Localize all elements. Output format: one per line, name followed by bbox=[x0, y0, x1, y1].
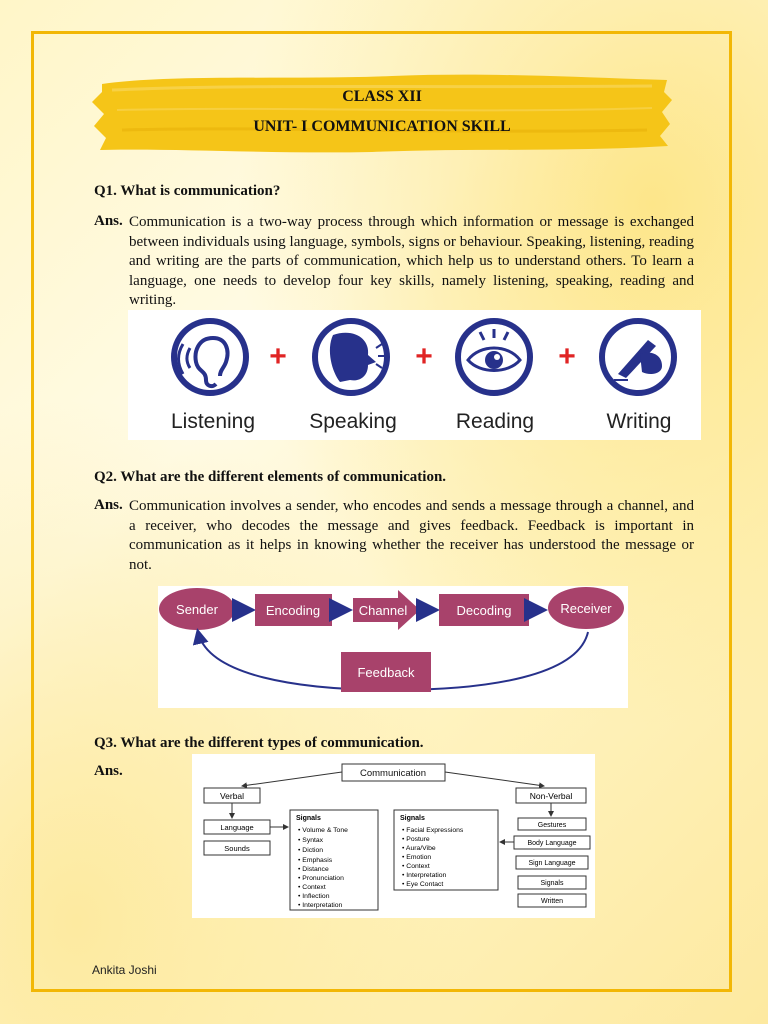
verbal-signal-item: • Context bbox=[298, 884, 326, 891]
q1-ans-label: Ans. bbox=[94, 213, 123, 229]
speaking-head-icon bbox=[312, 318, 390, 396]
verbal-signal-item: • Inflection bbox=[298, 893, 330, 900]
skill-speaking: Speaking bbox=[309, 410, 397, 433]
decoding-node bbox=[439, 594, 529, 626]
q1-answer: Communication is a two-way process throu… bbox=[129, 214, 694, 308]
nonverbal-signals-box bbox=[393, 809, 499, 891]
ear-icon bbox=[171, 318, 249, 396]
brush-stroke bbox=[92, 74, 672, 153]
pen-hand-icon bbox=[599, 318, 677, 396]
verbal-signal-item: • Emphasis bbox=[298, 857, 333, 864]
gestures-node bbox=[517, 817, 587, 831]
skill-writing: Writing bbox=[606, 410, 672, 433]
feedback-label: Feedback bbox=[357, 665, 415, 680]
sounds-node bbox=[203, 840, 271, 856]
verbal-signals-title: Signals bbox=[296, 815, 321, 822]
nonverbal-signal-item: • Emotion bbox=[402, 854, 431, 861]
nonverbal-signals-title: Signals bbox=[400, 815, 425, 822]
title-banner: CLASS XII UNIT- I COMMUNICATION SKILL bbox=[92, 70, 672, 154]
q3-question: Q3. What are the different types of comm… bbox=[94, 735, 424, 751]
written-node bbox=[517, 893, 587, 908]
class-heading: CLASS XII bbox=[342, 88, 422, 105]
author-footer: Ankita Joshi bbox=[92, 963, 157, 977]
eye-icon bbox=[455, 318, 533, 396]
nonverbal-signal-item: • Context bbox=[402, 863, 430, 870]
sign-language-label: Sign Language bbox=[528, 860, 575, 867]
verbal-signals-box bbox=[289, 809, 379, 911]
signals-node bbox=[517, 875, 587, 890]
plus-icon: + bbox=[269, 340, 287, 373]
nonverbal-signal-item: • Interpretation bbox=[402, 872, 447, 879]
communication-process-figure: Sender Encoding Channel Decoding Receive… bbox=[158, 586, 628, 708]
unit-heading: UNIT- I COMMUNICATION SKILL bbox=[253, 118, 511, 135]
sender-label: Sender bbox=[176, 602, 219, 617]
encoding-label: Encoding bbox=[266, 603, 320, 618]
receiver-label: Receiver bbox=[560, 601, 612, 616]
skill-reading: Reading bbox=[455, 410, 535, 433]
gestures-label: Gestures bbox=[538, 822, 567, 829]
sounds-label: Sounds bbox=[224, 844, 250, 853]
q1-question: Q1. What is communication? bbox=[94, 183, 281, 199]
channel-arrow bbox=[353, 590, 420, 630]
verbal-signal-item: • Diction bbox=[298, 847, 323, 854]
encoding-node bbox=[255, 594, 332, 626]
sender-node bbox=[159, 588, 235, 630]
decoding-label: Decoding bbox=[457, 603, 512, 618]
verbal-signal-item: • Volume & Tone bbox=[298, 827, 348, 834]
nonverbal-signal-item: • Eye Contact bbox=[402, 881, 443, 888]
q2-question: Q2. What are the different elements of c… bbox=[94, 469, 447, 485]
feedback-node bbox=[341, 652, 431, 692]
plus-icon: + bbox=[415, 340, 433, 373]
skill-listening: Listening bbox=[170, 410, 256, 433]
communication-types-figure: Communication Verbal Non-Verbal Language… bbox=[192, 754, 595, 918]
nonverbal-signal-item: • Facial Expressions bbox=[402, 827, 464, 834]
nonverbal-signal-item: • Posture bbox=[402, 836, 430, 843]
verbal-signal-item: • Pronunciation bbox=[298, 875, 344, 882]
verbal-signal-item: • Distance bbox=[298, 866, 329, 873]
verbal-signal-item: • Syntax bbox=[298, 837, 324, 844]
q2-ans-label: Ans. bbox=[94, 497, 123, 513]
four-skills-figure: + + + Listening Speaking Reading Writing bbox=[128, 310, 701, 440]
written-label: Written bbox=[541, 898, 563, 905]
q2-answer: Communication involves a sender, who enc… bbox=[129, 498, 694, 573]
verbal-signal-item: • Interpretation bbox=[298, 902, 343, 909]
channel-label: Channel bbox=[359, 603, 408, 618]
page-border bbox=[31, 31, 732, 992]
q3-ans-label: Ans. bbox=[94, 763, 123, 779]
body-language-label: Body Language bbox=[527, 840, 576, 847]
verbal-label: Verbal bbox=[220, 791, 244, 801]
receiver-node bbox=[548, 587, 624, 629]
plus-icon: + bbox=[558, 340, 576, 373]
nonverbal-label: Non-Verbal bbox=[530, 791, 573, 801]
signals-label: Signals bbox=[541, 880, 564, 887]
root-label: Communication bbox=[360, 768, 426, 779]
sign-language-node bbox=[515, 855, 589, 870]
nonverbal-signal-item: • Aura/Vibe bbox=[402, 845, 436, 852]
language-label: Language bbox=[220, 823, 253, 832]
